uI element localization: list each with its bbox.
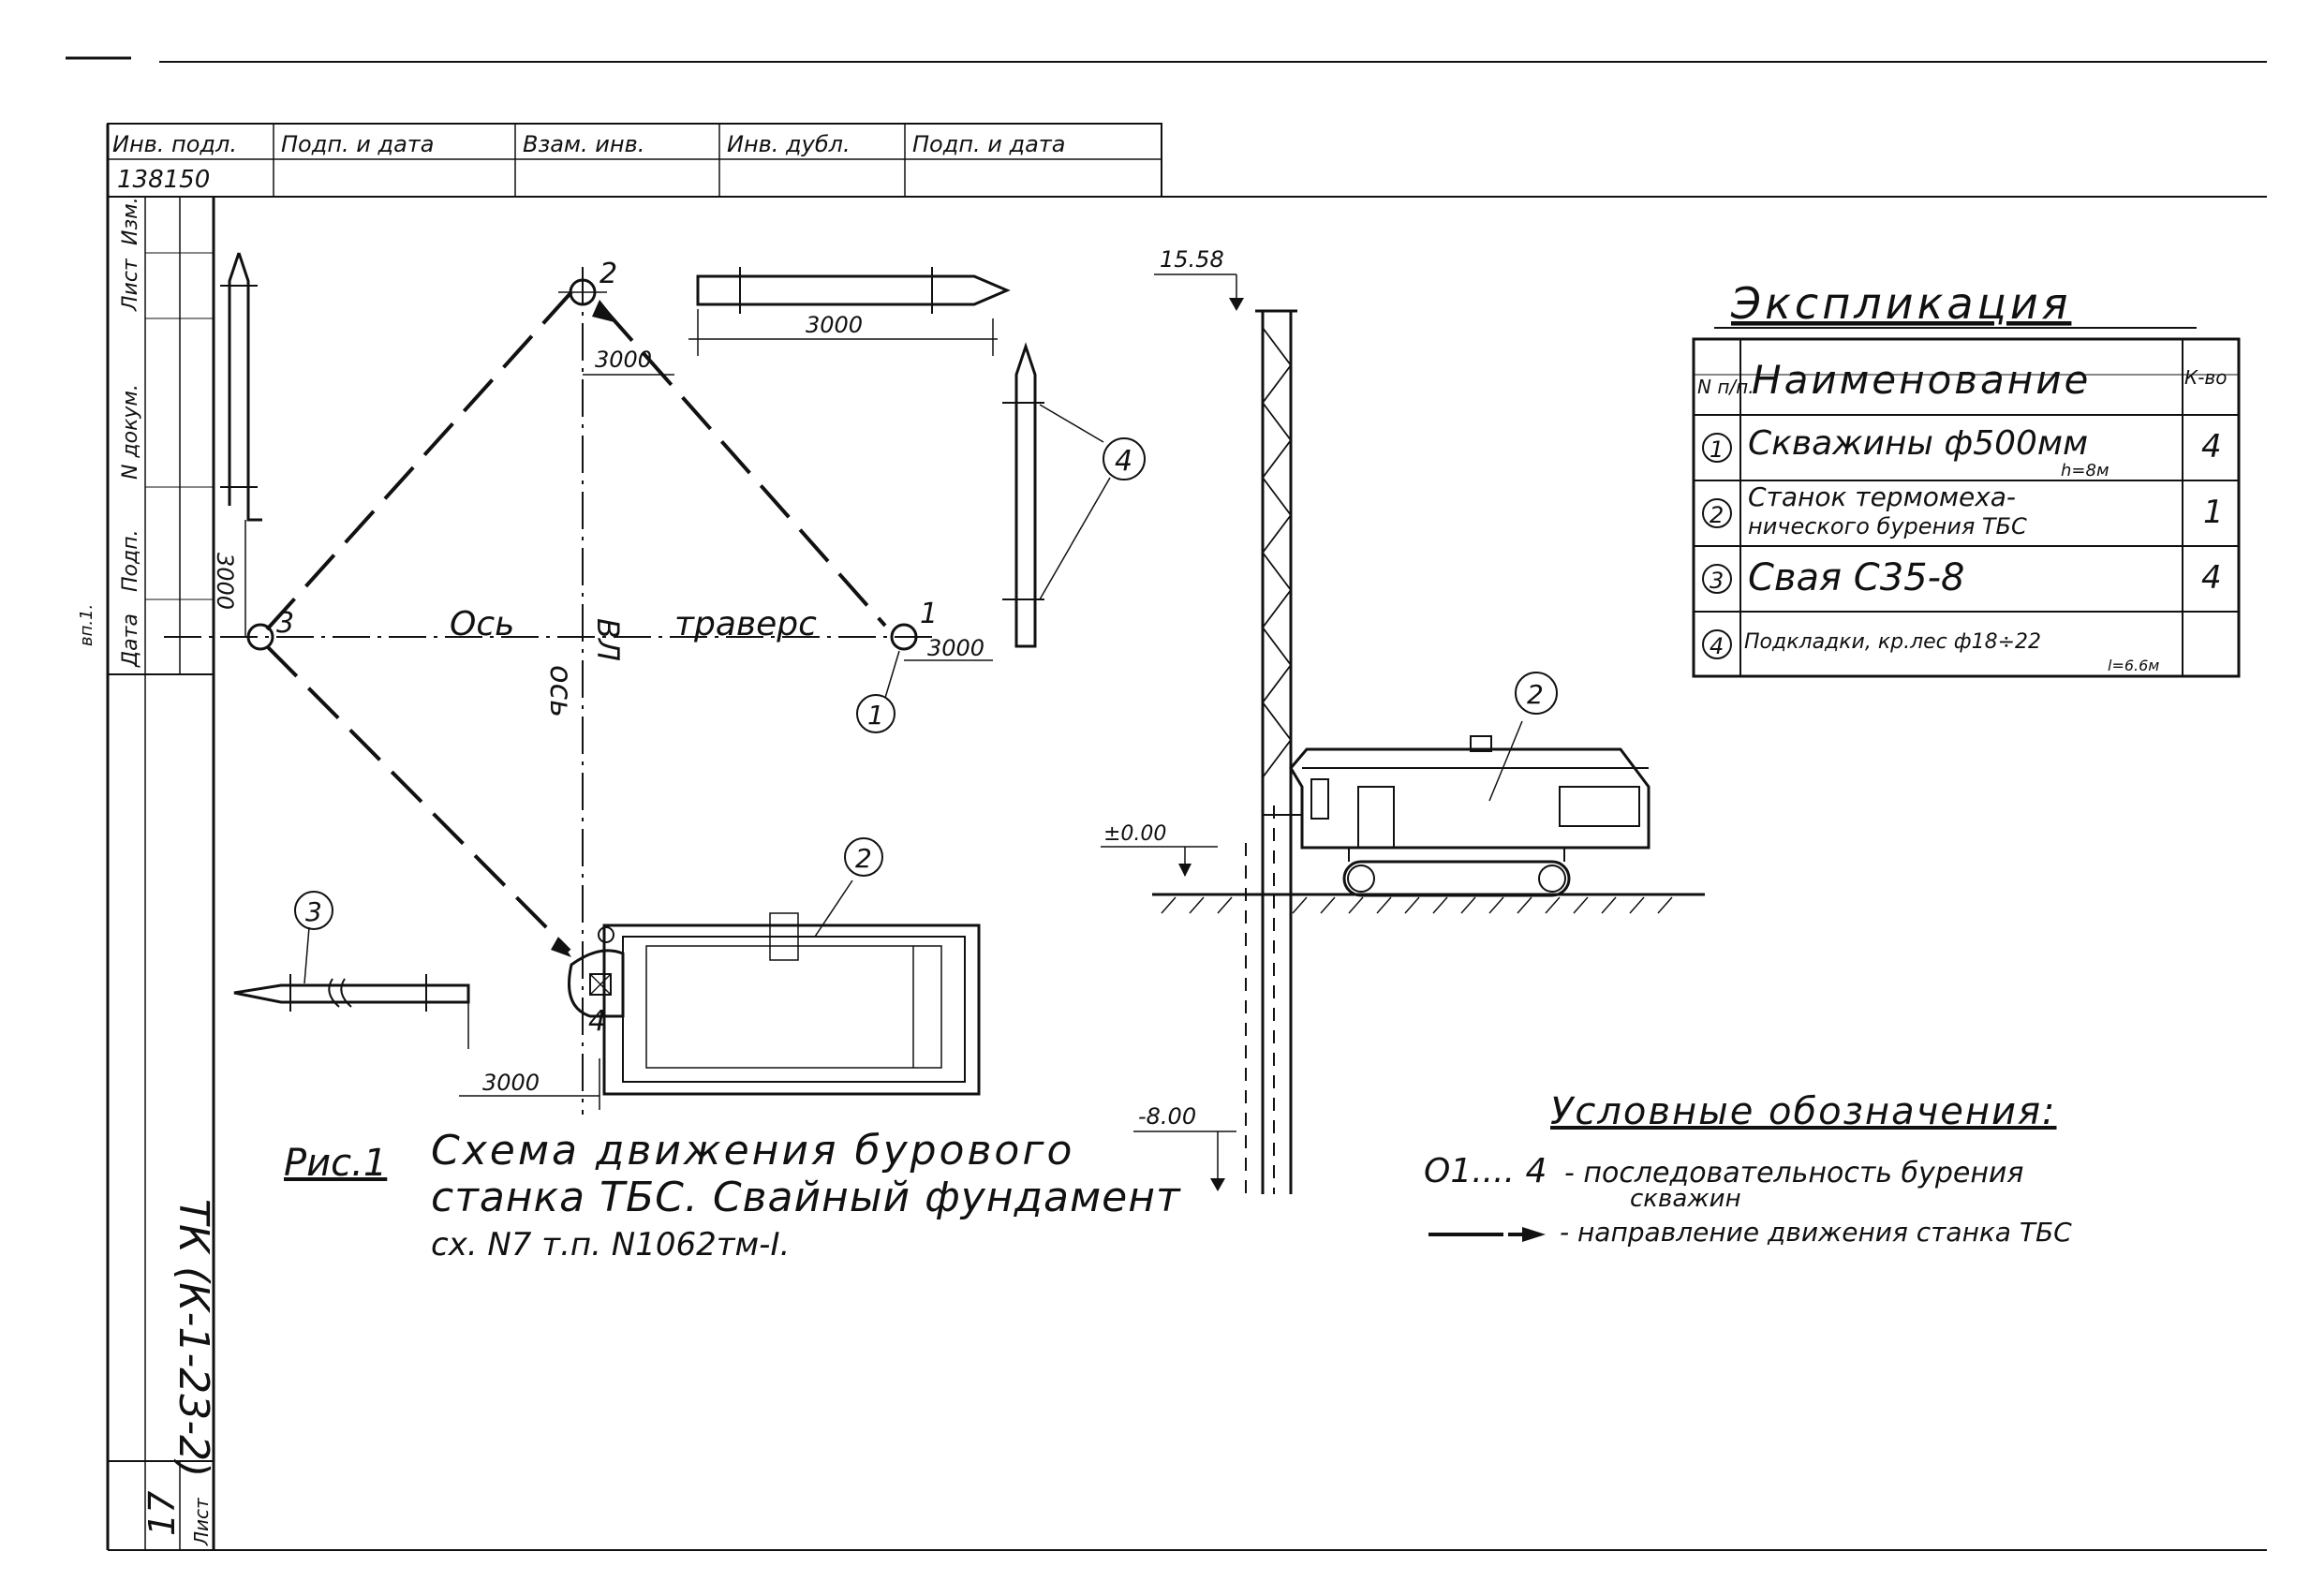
caption-label: Рис.1 (284, 1142, 387, 1185)
strip-label: Дата (119, 613, 142, 668)
explication-table: Экспликация N п/п. Наименование К-во 1 С… (1692, 278, 2241, 678)
axis-word-traverse: траверс (674, 605, 817, 643)
stamp-header: Инв. подл. (112, 131, 237, 157)
movement-arrow (592, 300, 618, 323)
strip-label: Подп. (119, 529, 142, 592)
stamp-header: Подп. и дата (281, 131, 435, 157)
callout-2 (844, 837, 883, 877)
strip-label: N докум. (119, 384, 142, 480)
sheet-label: Лист (190, 1497, 213, 1546)
pile-top-horizontal (696, 267, 1011, 314)
point-3-marker (246, 623, 274, 651)
legend-item2-text: - направление движения станка ТБС (1560, 1217, 2072, 1248)
point-label: 1 (920, 598, 938, 630)
row-num: 3 (1710, 568, 1724, 594)
point-label: 4 (588, 1005, 606, 1038)
movement-arrow (551, 937, 571, 957)
row-num: 4 (1710, 633, 1724, 659)
doc-code: ТК (К-1-23-2) (170, 1199, 217, 1477)
strip-label: Изм. (119, 197, 142, 245)
legend-item1-text: - последовательность бурения (1564, 1157, 2023, 1190)
dim-3000: 3000 (482, 1070, 540, 1096)
callout-2-elevation (1515, 672, 1558, 715)
row-sub: l=6.6м (2108, 657, 2159, 674)
callout-3 (294, 891, 333, 930)
point-label: 3 (276, 607, 294, 640)
mark-bottom: -8.00 (1138, 1103, 1196, 1130)
caption-line1: Схема движения бурового (431, 1127, 1074, 1175)
sheet-number: 17 (141, 1491, 183, 1536)
axis-word-os: Ось (450, 605, 514, 643)
elevation-view: 15.58 ±0.00 -8.00 2 (1101, 246, 1705, 1194)
movement-path (265, 290, 887, 953)
stamp-header: Взам. инв. (523, 131, 644, 157)
mark-zero: ±0.00 (1103, 822, 1166, 846)
row-name: Скважины ф500мм (1748, 424, 2088, 463)
dim-3000: 3000 (806, 312, 863, 338)
explication-header-qty: К-во (2184, 366, 2227, 389)
plan-view: 2 3 1 4 Ось ВЛ траверс ось 3000 3000 300… (164, 252, 1146, 1115)
rig-plan (568, 912, 981, 1096)
figure-caption: Рис.1 Схема движения бурового станка ТБС… (284, 1127, 1181, 1264)
explication-header-num: N п/п. (1697, 376, 1754, 398)
stamp-header: Инв. дубл. (727, 131, 851, 157)
legend: Условные обозначения: О1.... 4 - последо… (1424, 1090, 2072, 1248)
explication-header-name: Наименование (1752, 357, 2091, 403)
row-name: Станок термомеха- (1748, 481, 2016, 512)
callout-label: 1 (867, 700, 884, 731)
caption-line2: станка ТБС. Свайный фундамент (431, 1174, 1181, 1221)
callout-4 (1103, 437, 1146, 480)
frame (106, 124, 2267, 1551)
legend-item1-symbol: О1.... 4 (1424, 1152, 1547, 1190)
side-strip: Изм. Лист N докум. Подп. Дата вп.1. ТК (… (77, 197, 217, 1550)
stamp-header: Подп. и дата (912, 131, 1066, 157)
callout-1 (856, 694, 896, 733)
caption-line3: сх. N7 т.п. N1062тм-I. (431, 1226, 790, 1264)
legend-item1-text2: скважин (1630, 1185, 1741, 1213)
stamp-table: Инв. подл. Подп. и дата Взам. инв. Инв. … (107, 123, 1162, 198)
callout-label: 2 (855, 843, 872, 874)
callout-label: 3 (305, 896, 322, 927)
strip-label: Лист (119, 258, 142, 312)
row-qty: 4 (2201, 428, 2222, 466)
point-label: 2 (600, 258, 617, 290)
axis-word-os-vertical: ось (543, 665, 579, 717)
callout-label: 4 (1115, 445, 1132, 478)
axis-word-vl: ВЛ (590, 618, 626, 661)
legend-title: Условные обозначения: (1550, 1090, 2057, 1133)
callout-label: 2 (1527, 679, 1544, 710)
row-sub: нического бурения ТБС (1748, 513, 2027, 539)
row-name: Подкладки, кр.лес ф18÷22 (1744, 630, 2041, 654)
rig-side-view (1263, 735, 1650, 897)
row-name: Свая С35-8 (1748, 556, 1965, 599)
strip-note: вп.1. (77, 604, 96, 646)
row-num: 2 (1710, 502, 1724, 528)
pile-lower-horizontal (233, 974, 470, 1049)
dim-3000: 3000 (212, 553, 238, 610)
pile-right-vertical (1002, 342, 1044, 648)
explication-title: Экспликация (1730, 278, 2071, 329)
row-qty: 4 (2201, 559, 2222, 597)
dim-3000: 3000 (595, 347, 652, 373)
inventory-number: 138150 (117, 166, 210, 194)
point-1-marker (890, 623, 918, 651)
row-num: 1 (1710, 436, 1724, 463)
dim-3000: 3000 (927, 635, 984, 661)
mark-top: 15.58 (1160, 246, 1224, 273)
row-qty: 1 (2203, 494, 2224, 531)
row-sub: h=8м (2061, 461, 2109, 480)
pile-left-vertical (220, 252, 262, 522)
